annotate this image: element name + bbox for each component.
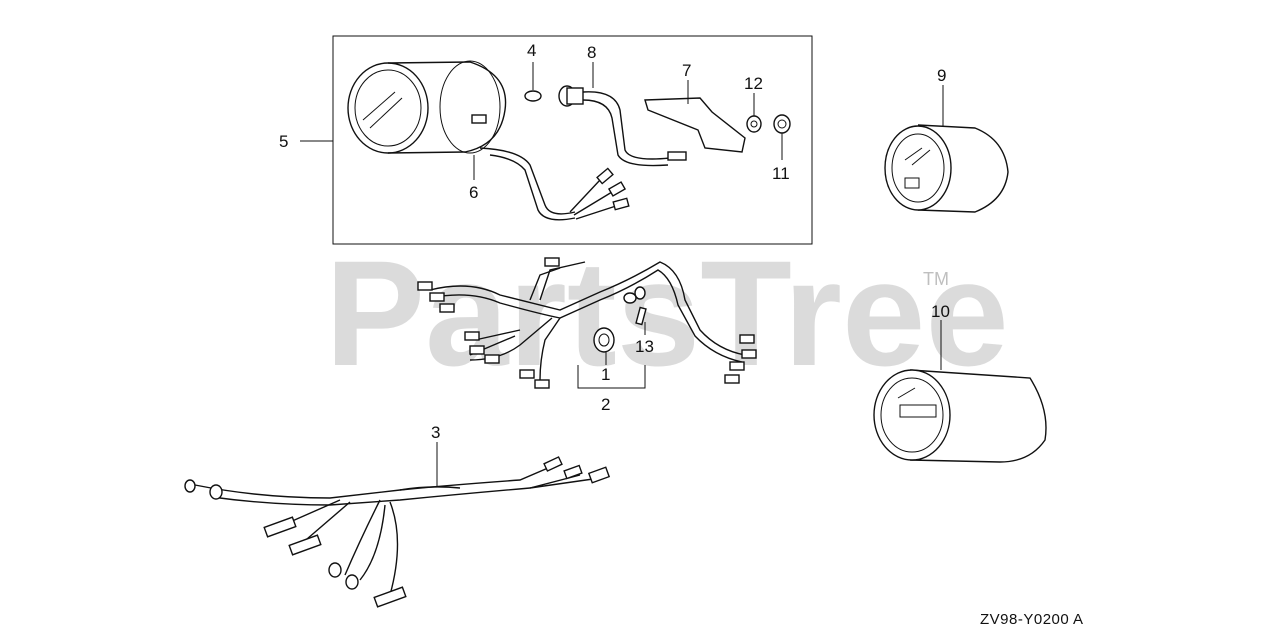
fuel-meter-gauge [873,369,1047,463]
extension-harness [184,456,611,608]
harness-clamp [593,327,615,353]
callout-7: 7 [682,61,691,80]
callouts: 4 8 7 12 11 5 6 9 10 1 2 13 3 [279,41,950,442]
washer [746,115,762,133]
lamp-socket [558,85,687,167]
callout-8: 8 [587,43,596,62]
callout-2-bracket [577,365,646,389]
callout-3: 3 [431,423,440,442]
main-wire-harness [417,257,757,389]
callout-13: 13 [635,337,654,356]
watermark: PartsTree TM [325,229,1009,397]
leader-lines [300,62,944,487]
callout-12: 12 [744,74,763,93]
mounting-bracket [644,97,746,153]
callout-6: 6 [469,183,478,202]
callout-2: 2 [601,395,610,414]
watermark-trademark: TM [923,269,949,289]
callout-1: 1 [601,365,610,384]
kit-frame [332,35,813,245]
watermark-text: PartsTree [325,229,1009,397]
nut [773,114,791,134]
callout-9: 9 [937,66,946,85]
drawing-code: ZV98-Y0200 A [980,611,1084,628]
trim-meter-gauge [884,124,1009,213]
callout-5: 5 [279,132,288,151]
screw [635,306,647,326]
lamp-socket-clip [524,90,542,102]
callout-4: 4 [527,41,536,60]
tachometer-gauge [347,60,507,154]
callout-11: 11 [772,164,790,183]
tachometer-harness [479,147,630,221]
callout-10: 10 [931,302,950,321]
